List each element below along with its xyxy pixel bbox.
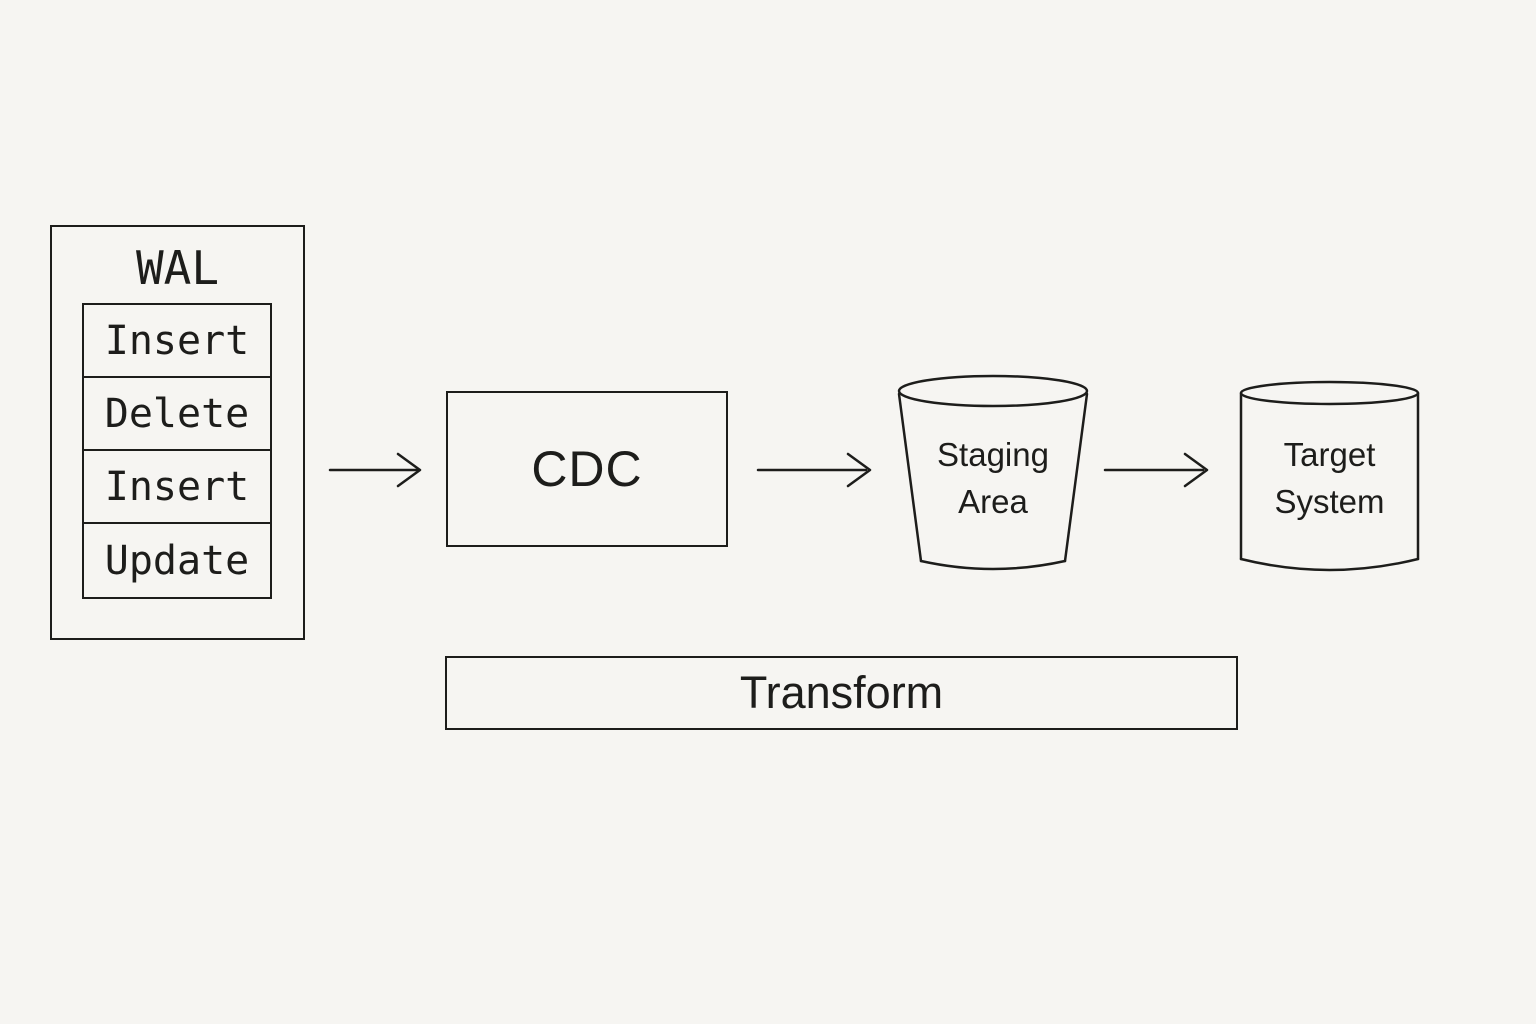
staging-label-line1: Staging xyxy=(937,436,1049,473)
arrow-staging-to-target xyxy=(1103,452,1209,488)
wal-entry-label: Insert xyxy=(104,317,250,364)
wal-entry-row: Update xyxy=(84,524,270,597)
target-label-line2: System xyxy=(1274,483,1385,520)
arrow-wal-to-cdc xyxy=(328,452,422,488)
cdc-box: CDC xyxy=(446,391,728,547)
wal-entry-list: Insert Delete Insert Update xyxy=(82,303,272,599)
cdc-label: CDC xyxy=(531,441,643,497)
wal-entry-row: Insert xyxy=(84,451,270,524)
wal-entry-label: Delete xyxy=(104,390,250,437)
target-system-label: Target System xyxy=(1241,431,1418,525)
wal-title: WAL xyxy=(135,241,220,295)
staging-bucket-shape xyxy=(897,374,1089,571)
wal-entry-row: Insert xyxy=(84,305,270,378)
arrow-cdc-to-staging xyxy=(756,452,872,488)
staging-area-label: Staging Area xyxy=(899,431,1087,525)
target-cylinder-shape xyxy=(1239,380,1420,572)
wal-entry-row: Delete xyxy=(84,378,270,451)
wal-entry-label: Insert xyxy=(104,463,250,510)
wal-entry-label: Update xyxy=(104,537,250,584)
staging-label-line2: Area xyxy=(958,483,1028,520)
transform-label: Transform xyxy=(739,667,944,718)
target-label-line1: Target xyxy=(1283,436,1376,473)
transform-box: Transform xyxy=(445,656,1238,730)
wal-box: WAL Insert Delete Insert Update xyxy=(50,225,305,640)
